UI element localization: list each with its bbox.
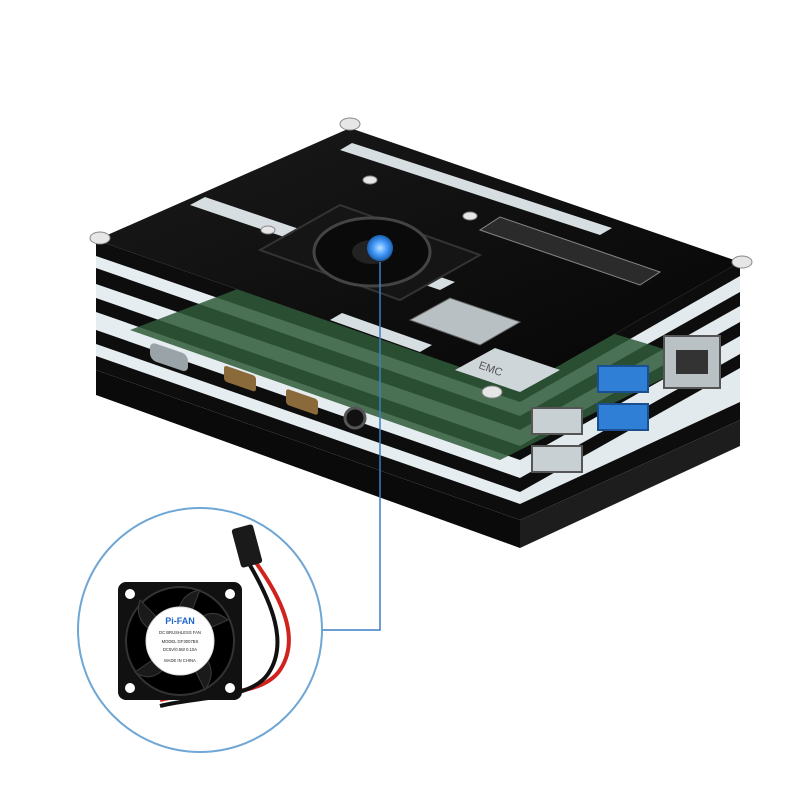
- fan-label-text: Pi-FAN DC BRUSHLESS FAN MODEL:GF3007BS D…: [159, 616, 201, 663]
- fan-brand: Pi-FAN: [165, 616, 195, 626]
- usb-chip: [455, 348, 560, 392]
- fan-unit: [118, 582, 242, 700]
- fan-label-disc: [145, 606, 215, 676]
- screw-icon: [89, 231, 111, 245]
- fan-rating: DC5V/0.5W 0.10A: [163, 647, 197, 652]
- top-slot-3: [340, 143, 612, 235]
- gpio-window: [478, 216, 662, 286]
- audio-jack: [343, 406, 367, 430]
- usb3-port-bottom: [597, 403, 649, 431]
- case-body: EMC: [89, 117, 753, 548]
- screw-icon: [260, 225, 276, 235]
- callout-dot: [367, 235, 393, 261]
- usb2-port-bottom: [531, 445, 583, 473]
- fan-inset: Pi-FAN DC BRUSHLESS FAN MODEL:GF3007BS D…: [77, 507, 323, 753]
- top-slot-2: [330, 313, 432, 352]
- fan-model: MODEL:GF3007BS: [162, 639, 199, 644]
- bottom-plate-side: [520, 420, 740, 548]
- fan-type: DC BRUSHLESS FAN: [159, 630, 201, 635]
- screw-icon: [339, 117, 361, 131]
- screw-icon: [481, 385, 503, 399]
- hdmi-port-1: [224, 365, 256, 392]
- bottom-plate-front: [96, 370, 520, 548]
- screw-icon: [731, 255, 753, 269]
- hdmi-port-2: [286, 389, 318, 415]
- usb3-port-top: [597, 365, 649, 393]
- screws: [89, 117, 753, 399]
- callout-line: [322, 262, 381, 631]
- usb2-port-top: [531, 407, 583, 435]
- front-ports: [150, 343, 367, 430]
- screw-icon: [362, 175, 378, 185]
- heatsink: [408, 297, 522, 346]
- screw-icon: [462, 211, 478, 221]
- side-ports: [531, 335, 721, 473]
- usb-c-port: [150, 343, 188, 372]
- fan-connector: [231, 524, 263, 568]
- fan-origin: MADE IN CHINA: [164, 658, 196, 663]
- callout: [322, 235, 393, 631]
